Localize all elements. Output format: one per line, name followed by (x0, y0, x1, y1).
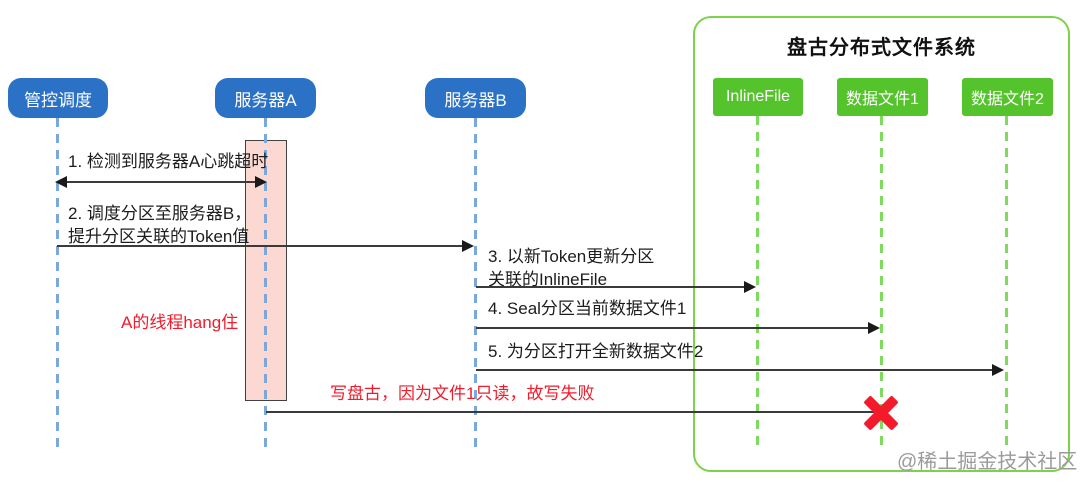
message-1-arrow (65, 181, 257, 183)
message-3-line1: 3. 以新Token更新分区 (488, 247, 655, 266)
actor-box-scheduler: 管控调度 (8, 78, 108, 118)
arrowhead-right-icon (255, 176, 267, 188)
message-3-arrow (476, 286, 746, 288)
arrowhead-right-icon (992, 364, 1004, 376)
message-4-label: 4. Seal分区当前数据文件1 (488, 299, 687, 318)
message-3-label: 3. 以新Token更新分区 关联的InlineFile (488, 245, 654, 291)
message-3-line2: 关联的InlineFile (488, 270, 608, 289)
watermark: @稀土掘金技术社区 (897, 451, 1078, 473)
lifeline-server-b (474, 118, 477, 448)
message-4-arrow (476, 327, 870, 329)
actor-box-server-a: 服务器A (215, 78, 316, 118)
actor-box-datafile-2: 数据文件2 (962, 78, 1053, 116)
actor-box-server-b: 服务器B (425, 78, 526, 118)
arrowhead-right-icon (868, 322, 880, 334)
write-failure-x-icon (862, 394, 900, 432)
lifeline-scheduler (56, 118, 59, 448)
arrowhead-right-icon (744, 281, 756, 293)
message-2-line2: 提升分区关联的Token值 (68, 227, 250, 246)
lifeline-datafile-2 (1005, 116, 1008, 448)
message-6-line (266, 411, 878, 413)
lifeline-datafile-1 (880, 116, 883, 448)
message-1-label: 1. 检测到服务器A心跳超时 (68, 152, 269, 171)
thread-hang-note: A的线程hang住 (121, 313, 239, 332)
message-2-arrow (57, 245, 464, 247)
lifeline-server-a (264, 118, 267, 448)
message-5-label: 5. 为分区打开全新数据文件2 (488, 342, 704, 361)
system-frame-title: 盘古分布式文件系统 (787, 37, 976, 59)
actor-box-inlinefile: InlineFile (713, 78, 803, 116)
message-2-line1: 2. 调度分区至服务器B， (68, 204, 252, 223)
arrowhead-left-icon (55, 176, 67, 188)
message-2-label: 2. 调度分区至服务器B， 提升分区关联的Token值 (68, 202, 251, 248)
write-fail-note: 写盘古，因为文件1只读，故写失败 (330, 384, 595, 403)
arrowhead-right-icon (462, 240, 474, 252)
lifeline-inlinefile (756, 116, 759, 448)
message-5-arrow (476, 369, 994, 371)
actor-box-datafile-1: 数据文件1 (837, 78, 928, 116)
